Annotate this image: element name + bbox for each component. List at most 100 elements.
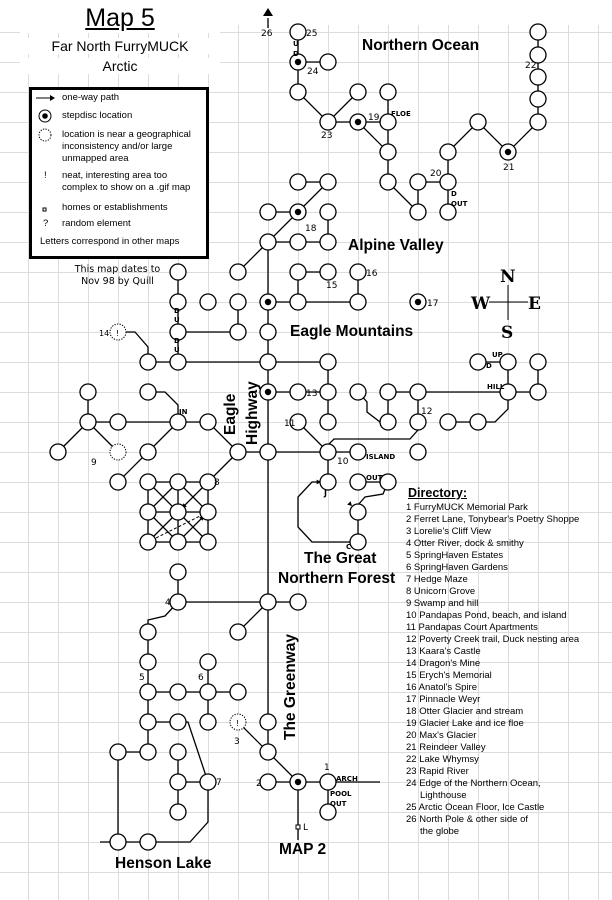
location-node[interactable] [439, 203, 457, 221]
location-node[interactable] [379, 83, 397, 101]
location-node[interactable] [259, 713, 277, 731]
location-node[interactable] [289, 173, 307, 191]
location-node[interactable] [169, 473, 187, 491]
location-node[interactable] [319, 233, 337, 251]
location-node[interactable] [169, 293, 187, 311]
location-node[interactable] [319, 263, 337, 281]
location-node[interactable] [109, 413, 127, 431]
location-node[interactable] [319, 203, 337, 221]
location-node[interactable] [349, 383, 367, 401]
location-node[interactable] [229, 683, 247, 701]
stepdisc-location-node[interactable] [259, 383, 277, 401]
stepdisc-location-node[interactable] [499, 143, 517, 161]
stepdisc-location-node[interactable] [409, 293, 427, 311]
location-node[interactable] [169, 263, 187, 281]
location-node[interactable] [409, 383, 427, 401]
stepdisc-location-node[interactable] [259, 293, 277, 311]
location-node[interactable] [109, 743, 127, 761]
location-node[interactable] [529, 90, 547, 108]
location-node[interactable] [229, 323, 247, 341]
location-node[interactable] [259, 323, 277, 341]
location-node[interactable] [289, 383, 307, 401]
location-node[interactable] [139, 713, 157, 731]
location-node[interactable] [199, 713, 217, 731]
location-node[interactable] [169, 503, 187, 521]
location-node[interactable] [199, 683, 217, 701]
location-node[interactable] [289, 263, 307, 281]
location-node[interactable] [289, 413, 307, 431]
location-node[interactable] [229, 443, 247, 461]
location-node[interactable] [229, 263, 247, 281]
location-node[interactable] [139, 383, 157, 401]
location-node[interactable] [259, 743, 277, 761]
location-node[interactable] [289, 593, 307, 611]
location-node[interactable] [319, 53, 337, 71]
location-node[interactable] [139, 653, 157, 671]
location-node[interactable] [529, 68, 547, 86]
link-map-2[interactable]: MAP 2 [279, 841, 327, 858]
location-node[interactable] [319, 473, 337, 491]
location-node[interactable] [169, 323, 187, 341]
location-node[interactable] [139, 833, 157, 851]
location-node[interactable] [259, 233, 277, 251]
location-node[interactable] [259, 593, 277, 611]
location-node[interactable] [319, 173, 337, 191]
location-node[interactable] [319, 443, 337, 461]
location-node[interactable] [379, 383, 397, 401]
location-node[interactable] [139, 683, 157, 701]
location-node[interactable] [79, 413, 97, 431]
location-node[interactable] [139, 503, 157, 521]
location-node[interactable] [109, 473, 127, 491]
location-node[interactable] [169, 713, 187, 731]
location-node[interactable] [529, 383, 547, 401]
location-node[interactable] [319, 413, 337, 431]
location-node[interactable] [289, 293, 307, 311]
location-node[interactable] [169, 743, 187, 761]
location-node[interactable] [169, 353, 187, 371]
location-node[interactable] [139, 623, 157, 641]
location-node[interactable] [199, 473, 217, 491]
location-node[interactable] [169, 683, 187, 701]
location-node[interactable] [349, 443, 367, 461]
location-node[interactable] [49, 443, 67, 461]
location-node[interactable] [349, 83, 367, 101]
location-node[interactable] [199, 653, 217, 671]
location-node[interactable] [289, 23, 307, 41]
location-node[interactable] [319, 383, 337, 401]
location-node[interactable] [529, 353, 547, 371]
location-node[interactable] [109, 833, 127, 851]
location-node[interactable] [229, 293, 247, 311]
location-node[interactable] [139, 443, 157, 461]
stepdisc-location-node[interactable] [349, 113, 367, 131]
location-node[interactable] [349, 263, 367, 281]
location-node[interactable] [439, 143, 457, 161]
location-node[interactable] [349, 503, 367, 521]
location-node[interactable] [169, 593, 187, 611]
location-node[interactable] [529, 113, 547, 131]
location-node[interactable] [319, 803, 337, 821]
inconsistency-location-node[interactable] [229, 713, 247, 731]
location-node[interactable] [379, 473, 397, 491]
location-node[interactable] [169, 803, 187, 821]
location-node[interactable] [139, 743, 157, 761]
location-node[interactable] [259, 773, 277, 791]
location-node[interactable] [319, 113, 337, 131]
location-node[interactable] [349, 293, 367, 311]
stepdisc-location-node[interactable] [289, 203, 307, 221]
location-node[interactable] [469, 353, 487, 371]
location-node[interactable] [469, 413, 487, 431]
location-node[interactable] [529, 46, 547, 64]
location-node[interactable] [469, 113, 487, 131]
location-node[interactable] [319, 353, 337, 371]
location-node[interactable] [199, 533, 217, 551]
location-node[interactable] [229, 623, 247, 641]
location-node[interactable] [319, 773, 337, 791]
location-node[interactable] [349, 533, 367, 551]
location-node[interactable] [79, 383, 97, 401]
location-node[interactable] [379, 143, 397, 161]
inconsistency-location-node[interactable] [109, 443, 127, 461]
stepdisc-location-node[interactable] [289, 53, 307, 71]
location-node[interactable] [289, 83, 307, 101]
location-node[interactable] [409, 413, 427, 431]
location-node[interactable] [139, 533, 157, 551]
